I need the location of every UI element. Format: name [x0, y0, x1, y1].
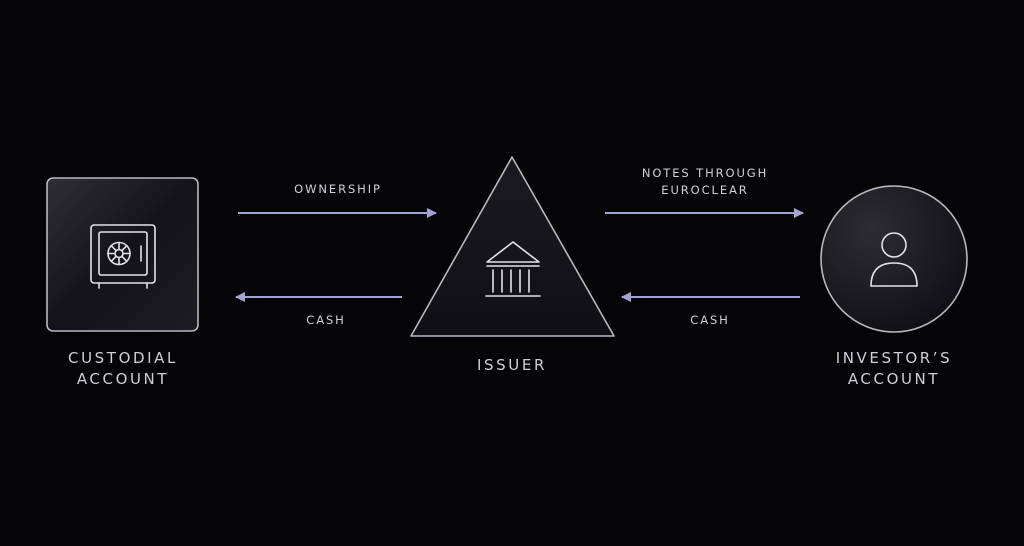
investor-account-label: INVESTOR’S ACCOUNT — [814, 348, 974, 390]
safe-icon — [90, 224, 156, 289]
cash-right-label: CASH — [690, 313, 730, 327]
investor-account-node — [820, 185, 968, 333]
cash-left-label: CASH — [306, 313, 346, 327]
issuer-node — [410, 156, 615, 337]
notes-label-line1: NOTES THROUGH — [641, 166, 769, 180]
notes-label-line2: EUROCLEAR — [661, 183, 749, 197]
investor-label-line2: ACCOUNT — [847, 370, 941, 388]
issuer-label: ISSUER — [477, 356, 547, 374]
bank-icon — [485, 241, 541, 297]
custodial-label-line2: ACCOUNT — [76, 370, 170, 388]
custodial-account-label: CUSTODIAL ACCOUNT — [43, 348, 203, 390]
investor-label-line1: INVESTOR’S — [835, 349, 953, 367]
user-icon — [870, 232, 918, 287]
custodial-account-node — [46, 177, 199, 332]
ownership-label: OWNERSHIP — [294, 182, 382, 196]
notes-through-euroclear-label: NOTES THROUGH EUROCLEAR — [620, 165, 790, 199]
custodial-label-line1: CUSTODIAL — [68, 349, 178, 367]
